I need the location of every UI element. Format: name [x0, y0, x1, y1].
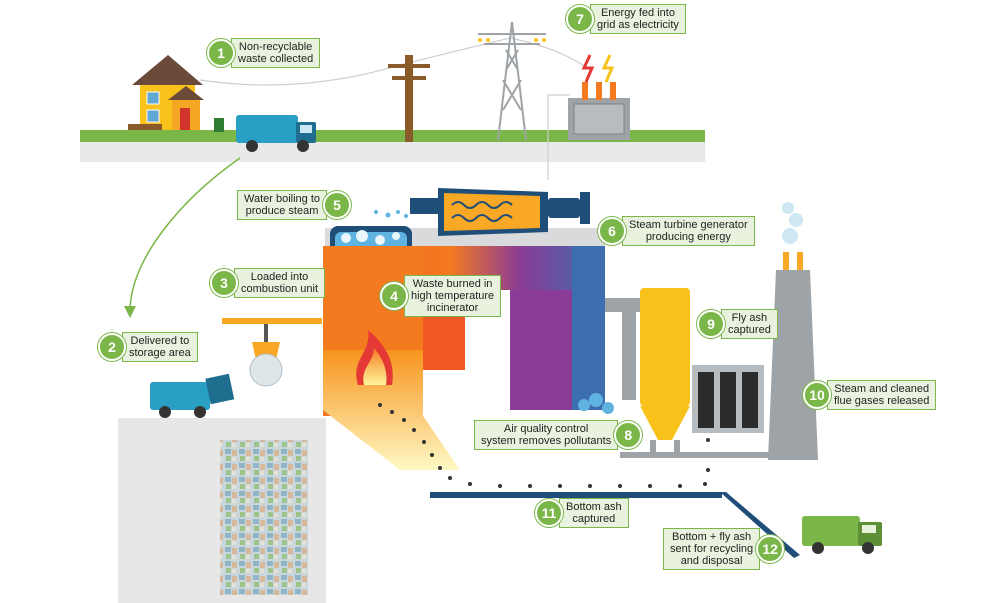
filter-puffs — [578, 393, 614, 414]
flue-pass-3 — [572, 246, 605, 410]
arrow-head — [124, 306, 136, 318]
callout-step-7: 7 Energy fed into grid as electricity — [566, 4, 686, 34]
step-label-line: incinerator — [426, 302, 479, 314]
step-label: Steam and cleaned flue gases released — [827, 380, 937, 410]
step-label-line: Energy fed into — [600, 7, 675, 19]
step-label: Delivered to storage area — [122, 332, 198, 362]
step-label-line: storage area — [129, 347, 191, 359]
step-label: Non-recyclable waste collected — [231, 38, 321, 68]
step-label: Bottom + fly ash sent for recycling and … — [663, 528, 761, 570]
filter-icon — [692, 365, 764, 433]
step-label-line: flue gases released — [834, 395, 930, 407]
duct-down — [622, 300, 636, 400]
step-label-line: Loaded into — [250, 271, 309, 283]
callout-step-9: 9 Fly ash captured — [697, 309, 778, 339]
callout-step-8: 8 Air quality control system removes pol… — [474, 420, 643, 450]
flue-pass-2 — [510, 290, 572, 410]
step-label-line: Waste burned in — [412, 278, 493, 290]
fire-icon — [356, 330, 393, 385]
step-number-badge: 11 — [535, 499, 563, 527]
lightning-icon — [581, 54, 595, 83]
callout-step-6: 6 Steam turbine generator producing ener… — [598, 216, 755, 246]
step-label-line: grid as electricity — [597, 19, 679, 31]
step-number-badge: 2 — [98, 333, 126, 361]
transformer-icon — [568, 82, 630, 140]
step-label-line: combustion unit — [241, 283, 319, 295]
step-label-line: Steam turbine generator — [629, 219, 748, 231]
step-label: Fly ash captured — [721, 309, 778, 339]
step-number-badge: 5 — [323, 191, 352, 219]
callout-step-4: 4 Waste burned in high temperature incin… — [380, 275, 502, 317]
garbage-truck-icon — [802, 516, 882, 554]
callout-step-12: 12 Bottom + fly ash sent for recycling a… — [663, 528, 785, 570]
step-label-line: Delivered to — [130, 335, 190, 347]
road — [80, 142, 705, 162]
utility-pole-icon — [388, 55, 430, 142]
garbage-truck-icon — [236, 115, 316, 152]
step-label-line: Water boiling to — [244, 193, 321, 205]
step-label-line: Fly ash — [731, 312, 768, 324]
step-label: Energy fed into grid as electricity — [590, 4, 686, 34]
step-label-line: sent for recycling — [670, 543, 754, 555]
step-number-badge: 6 — [598, 217, 626, 245]
step-label: Air quality control system removes pollu… — [474, 420, 619, 450]
step-label-line: captured — [728, 324, 771, 336]
step-label-line: Air quality control — [503, 423, 589, 435]
lightning-icon — [601, 54, 615, 83]
step-label-line: captured — [572, 513, 616, 525]
delivery-arrow — [129, 157, 241, 313]
step-label-line: Steam and cleaned — [834, 383, 930, 395]
step-label-line: Non-recyclable — [238, 41, 313, 53]
chimney-icon — [768, 202, 818, 460]
step-number-badge: 1 — [207, 39, 235, 67]
crane-rail — [222, 318, 322, 324]
step-label: Steam turbine generator producing energy — [622, 216, 755, 246]
step-number-badge: 9 — [697, 310, 725, 338]
step-number-badge: 4 — [380, 282, 408, 310]
step-label-line: system removes pollutants — [481, 435, 612, 447]
garbage-truck-icon — [150, 373, 235, 418]
callout-step-2: 2 Delivered to storage area — [98, 332, 198, 362]
silo-icon — [640, 288, 690, 456]
bin-icon — [214, 118, 224, 132]
grab-claw-icon — [249, 324, 283, 387]
turbine-icon — [410, 188, 590, 236]
step-label-line: and disposal — [680, 555, 743, 567]
step-label: Water boiling to produce steam — [237, 190, 328, 220]
step-label-line: waste collected — [238, 53, 314, 65]
step-label-line: Bottom ash — [566, 501, 622, 513]
step-label: Bottom ash captured — [559, 498, 629, 528]
step-number-badge: 12 — [756, 535, 785, 563]
pylon-icon — [478, 21, 546, 141]
connection-line — [547, 94, 570, 180]
callout-step-1: 1 Non-recyclable waste collected — [207, 38, 321, 68]
step-label-line: high temperature — [411, 290, 495, 302]
step-number-badge: 10 — [803, 381, 831, 409]
callout-step-11: 11 Bottom ash captured — [535, 498, 629, 528]
step-number-badge: 7 — [566, 5, 594, 33]
step-label-line: producing energy — [645, 231, 731, 243]
power-line — [199, 37, 591, 86]
callout-step-5: 5 Water boiling to produce steam — [237, 190, 352, 220]
step-label-line: produce steam — [245, 205, 319, 217]
step-label: Loaded into combustion unit — [234, 268, 326, 298]
callout-step-3: 3 Loaded into combustion unit — [210, 268, 326, 298]
step-label: Waste burned in high temperature inciner… — [404, 275, 502, 317]
callout-step-10: 10 Steam and cleaned flue gases released — [803, 380, 937, 410]
waste-pile — [220, 440, 308, 595]
platform — [620, 452, 810, 458]
step-number-badge: 8 — [614, 421, 643, 449]
house-icon — [128, 55, 204, 130]
step-label-line: Bottom + fly ash — [671, 531, 752, 543]
step-number-badge: 3 — [210, 269, 238, 297]
